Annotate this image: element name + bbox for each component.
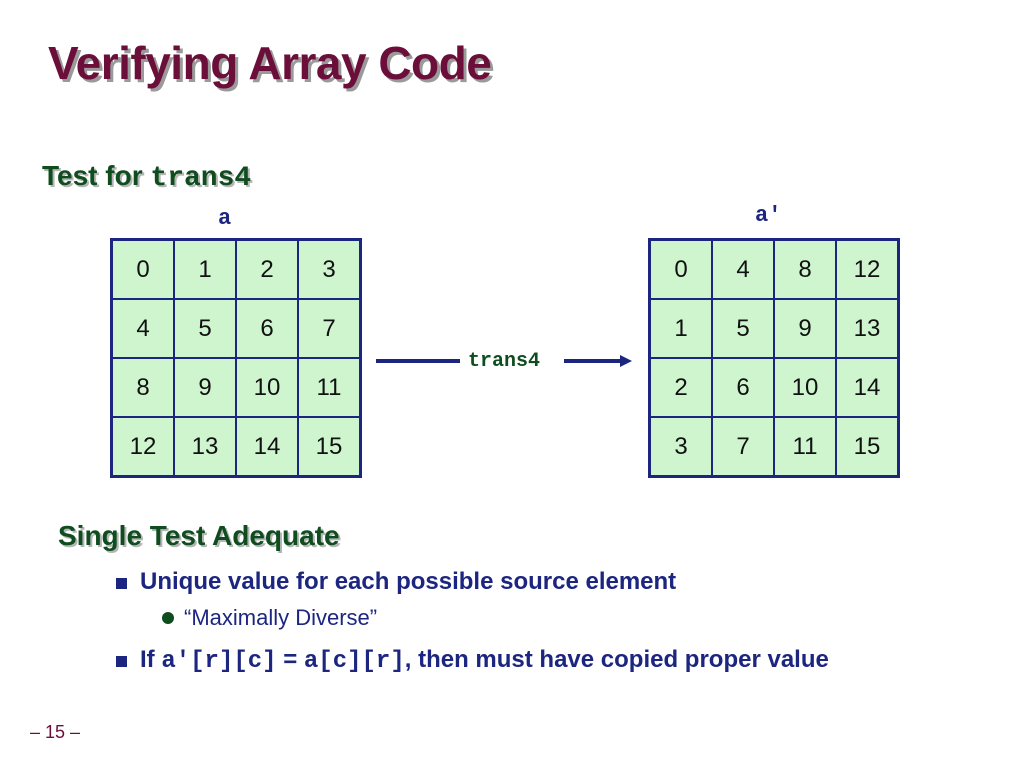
arrow-head-line (564, 359, 620, 363)
array-a-label: a (218, 206, 232, 231)
test-heading-code: trans4 (150, 163, 252, 194)
bullet-2-equals: = (276, 646, 304, 673)
grid-cell: 15 (835, 416, 900, 478)
table-row: 3 7 11 15 (648, 416, 900, 478)
grid-cell: 6 (711, 357, 775, 418)
grid-cell: 7 (711, 416, 775, 478)
grid-cell: 9 (773, 298, 837, 359)
grid-cell: 9 (173, 357, 237, 418)
arrow-tail-line (376, 359, 460, 363)
array-a-grid: 0 1 2 3 4 5 6 7 8 9 10 11 12 13 14 15 (110, 238, 362, 478)
grid-cell: 8 (110, 357, 175, 418)
grid-cell: 13 (835, 298, 900, 359)
grid-cell: 7 (297, 298, 362, 359)
grid-cell: 2 (235, 238, 299, 300)
grid-cell: 12 (110, 416, 175, 478)
arrow-label: trans4 (468, 350, 541, 373)
grid-cell: 10 (235, 357, 299, 418)
slide-title: Verifying Array Code (48, 37, 492, 89)
array-a-prime-grid: 0 4 8 12 1 5 9 13 2 6 10 14 3 7 11 15 (648, 238, 900, 478)
bullet-2-code-rhs: a[c][r] (303, 648, 405, 675)
grid-cell: 5 (173, 298, 237, 359)
test-heading-prefix: Test for (42, 160, 151, 191)
grid-cell: 3 (297, 238, 362, 300)
section-heading: Single Test Adequate (58, 520, 340, 551)
bullet-2-prefix: If (140, 646, 162, 673)
page-number: – 15 – (30, 722, 81, 742)
table-row: 4 5 6 7 (110, 298, 362, 359)
table-row: 2 6 10 14 (648, 357, 900, 418)
grid-cell: 4 (110, 298, 175, 359)
grid-cell: 12 (835, 238, 900, 300)
bullet-2-code-lhs: a′[r][c] (161, 648, 277, 675)
grid-cell: 14 (235, 416, 299, 478)
table-row: 12 13 14 15 (110, 416, 362, 478)
grid-cell: 1 (173, 238, 237, 300)
square-bullet-icon (116, 656, 127, 667)
grid-cell: 0 (110, 238, 175, 300)
arrow-right-icon (620, 355, 632, 367)
bullet-text-1: Unique value for each possible source el… (140, 568, 677, 595)
grid-cell: 3 (648, 416, 713, 478)
grid-cell: 1 (648, 298, 713, 359)
round-bullet-icon (162, 612, 174, 624)
grid-cell: 11 (297, 357, 362, 418)
square-bullet-icon (116, 578, 127, 589)
grid-cell: 8 (773, 238, 837, 300)
grid-cell: 11 (773, 416, 837, 478)
sub-bullet-text: “Maximally Diverse” (184, 605, 378, 630)
grid-cell: 13 (173, 416, 237, 478)
grid-cell: 5 (711, 298, 775, 359)
grid-cell: 0 (648, 238, 713, 300)
array-a-prime-label: a′ (755, 203, 782, 228)
table-row: 0 4 8 12 (648, 238, 900, 300)
grid-cell: 14 (835, 357, 900, 418)
test-heading: Test for trans4 (42, 160, 251, 194)
table-row: 8 9 10 11 (110, 357, 362, 418)
bullet-2-suffix: , then must have copied proper value (404, 646, 829, 673)
table-row: 1 5 9 13 (648, 298, 900, 359)
grid-cell: 6 (235, 298, 299, 359)
grid-cell: 10 (773, 357, 837, 418)
bullet-text-2: If a′[r][c] = a[c][r], then must have co… (140, 646, 829, 675)
table-row: 0 1 2 3 (110, 238, 362, 300)
grid-cell: 15 (297, 416, 362, 478)
grid-cell: 4 (711, 238, 775, 300)
grid-cell: 2 (648, 357, 713, 418)
